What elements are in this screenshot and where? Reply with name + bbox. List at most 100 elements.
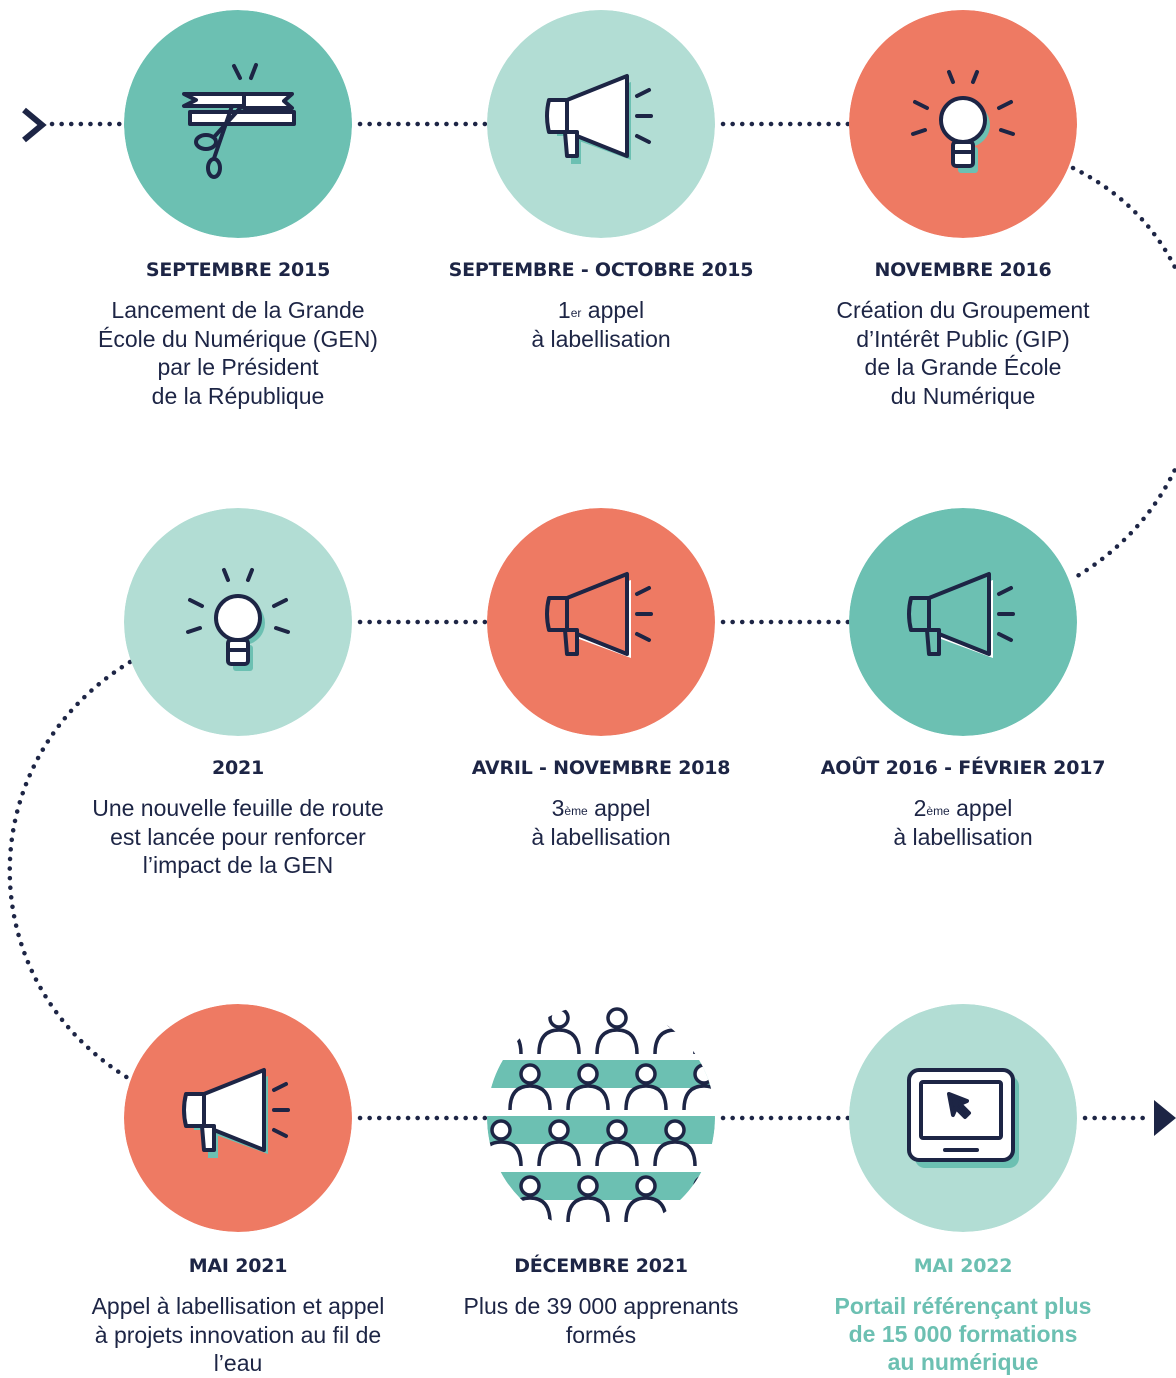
- milestone-date: 2021: [211, 757, 265, 779]
- milestone-circle: [124, 508, 352, 736]
- milestone-description: Création du Groupement d’Intérêt Public …: [793, 296, 1133, 410]
- milestone-caption: AVRIL - NOVEMBRE 2018 3ème appel à label…: [431, 756, 771, 851]
- milestone-circle: [487, 10, 715, 238]
- person-head: [664, 1007, 686, 1029]
- lightbulb-icon: [849, 10, 1077, 238]
- person-head: [606, 1119, 628, 1141]
- milestone-date: NOVEMBRE 2016: [874, 259, 1052, 281]
- description-line: appel: [581, 297, 645, 323]
- description-line: de 15 000 formations: [848, 1321, 1078, 1347]
- milestone-description: Lancement de la Grande École du Numériqu…: [68, 296, 408, 410]
- description-line: l’impact de la GEN: [142, 852, 334, 878]
- milestone-description: 3ème appel à labellisation: [431, 794, 771, 851]
- description-line: à labellisation: [531, 823, 671, 850]
- megaphone-icon: [487, 10, 715, 238]
- person-body: [508, 1196, 552, 1223]
- milestone-date: DÉCEMBRE 2021: [514, 1255, 688, 1277]
- person-body: [487, 1028, 523, 1055]
- milestone-circle: [849, 10, 1077, 238]
- person-body: [487, 1140, 523, 1167]
- description-line: formés: [565, 1321, 637, 1348]
- description-line: appel: [587, 795, 651, 821]
- description-line: à labellisation: [893, 823, 1033, 850]
- description-line: Lancement de la Grande: [111, 297, 365, 323]
- ordinal-suffix: ème: [564, 804, 588, 818]
- description-line: par le Président: [157, 354, 319, 380]
- person-body: [624, 1196, 668, 1223]
- person-body: [682, 1196, 715, 1223]
- description-line: de la Grande École: [864, 354, 1062, 380]
- person-head: [693, 1063, 715, 1085]
- person-head: [577, 1063, 599, 1085]
- milestone-caption: MAI 2021 Appel à labellisation et appel …: [68, 1254, 408, 1378]
- milestone-date: MAI 2022: [913, 1255, 1013, 1277]
- milestone-caption: AOÛT 2016 - FÉVRIER 2017 2ème appel à la…: [793, 756, 1133, 851]
- milestone-date: AOÛT 2016 - FÉVRIER 2017: [820, 757, 1106, 779]
- description-line: d’Intérêt Public (GIP): [856, 325, 1070, 352]
- milestone-circle: [124, 1004, 352, 1232]
- description-line: Création du Groupement: [836, 297, 1090, 323]
- start-chevron-icon: [22, 107, 47, 143]
- milestone-caption: SEPTEMBRE 2015 Lancement de la Grande Éc…: [68, 258, 408, 410]
- person-head: [606, 1007, 628, 1029]
- milestone-circle: [849, 508, 1077, 736]
- person-head: [548, 1007, 570, 1029]
- ordinal-number: 2: [913, 795, 927, 821]
- description-line: appel: [949, 795, 1013, 821]
- milestone-description: 2ème appel à labellisation: [793, 794, 1133, 851]
- milestone-caption: 2021 Une nouvelle feuille de route est l…: [68, 756, 408, 880]
- end-arrow-icon: [1154, 1100, 1176, 1136]
- megaphone-icon: [849, 508, 1077, 736]
- milestone-caption: MAI 2022 Portail référençant plus de 15 …: [793, 1254, 1133, 1376]
- person-body: [624, 1084, 668, 1111]
- milestone-date: SEPTEMBRE 2015: [145, 259, 331, 281]
- lightbulb-icon: [124, 508, 352, 736]
- description-line: Une nouvelle feuille de route: [92, 795, 384, 821]
- description-line: l’eau: [213, 1350, 263, 1376]
- description-line: de la République: [151, 382, 325, 409]
- person-head: [548, 1119, 570, 1141]
- person-head: [577, 1175, 599, 1197]
- person-head: [519, 1175, 541, 1197]
- person-head: [519, 1063, 541, 1085]
- description-line: École du Numérique (GEN): [98, 325, 378, 352]
- milestone-caption: SEPTEMBRE - OCTOBRE 2015 1er appel à lab…: [431, 258, 771, 353]
- laptop-cursor-icon: [849, 1004, 1077, 1232]
- ordinal-suffix: er: [570, 306, 582, 320]
- person-body: [566, 1196, 610, 1223]
- milestone-circle: [487, 1004, 715, 1232]
- people-crowd-icon: [487, 1004, 715, 1232]
- person-head: [490, 1007, 512, 1029]
- person-body: [537, 1028, 581, 1055]
- milestone-description: Appel à labellisation et appel à projets…: [68, 1292, 408, 1378]
- description-line: Plus de 39 000 apprenants: [463, 1293, 739, 1319]
- person-body: [595, 1140, 639, 1167]
- description-line: du Numérique: [890, 382, 1036, 409]
- milestone-date: AVRIL - NOVEMBRE 2018: [471, 757, 731, 779]
- ordinal-number: 3: [551, 795, 565, 821]
- person-head: [635, 1063, 657, 1085]
- description-line: Appel à labellisation et appel: [91, 1293, 385, 1319]
- milestone-description: 1er appel à labellisation: [431, 296, 771, 353]
- person-head: [664, 1119, 686, 1141]
- person-body: [653, 1140, 697, 1167]
- milestone-circle: [124, 10, 352, 238]
- milestone-description: Plus de 39 000 apprenants formés: [431, 1292, 771, 1349]
- description-line: Portail référençant plus: [834, 1293, 1092, 1319]
- person-head: [693, 1175, 715, 1197]
- ordinal-suffix: ème: [926, 804, 950, 818]
- person-body: [537, 1140, 581, 1167]
- description-line: est lancée pour renforcer: [110, 823, 366, 850]
- milestone-caption: DÉCEMBRE 2021 Plus de 39 000 apprenants …: [431, 1254, 771, 1349]
- megaphone-icon: [124, 1004, 352, 1232]
- description-line: à projets innovation au fil de: [94, 1321, 382, 1348]
- description-line: à labellisation: [531, 325, 671, 352]
- person-body: [508, 1084, 552, 1111]
- person-body: [566, 1084, 610, 1111]
- milestone-circle: [849, 1004, 1077, 1232]
- megaphone-icon: [487, 508, 715, 736]
- milestone-date: MAI 2021: [188, 1255, 288, 1277]
- person-body: [595, 1028, 639, 1055]
- person-head: [635, 1175, 657, 1197]
